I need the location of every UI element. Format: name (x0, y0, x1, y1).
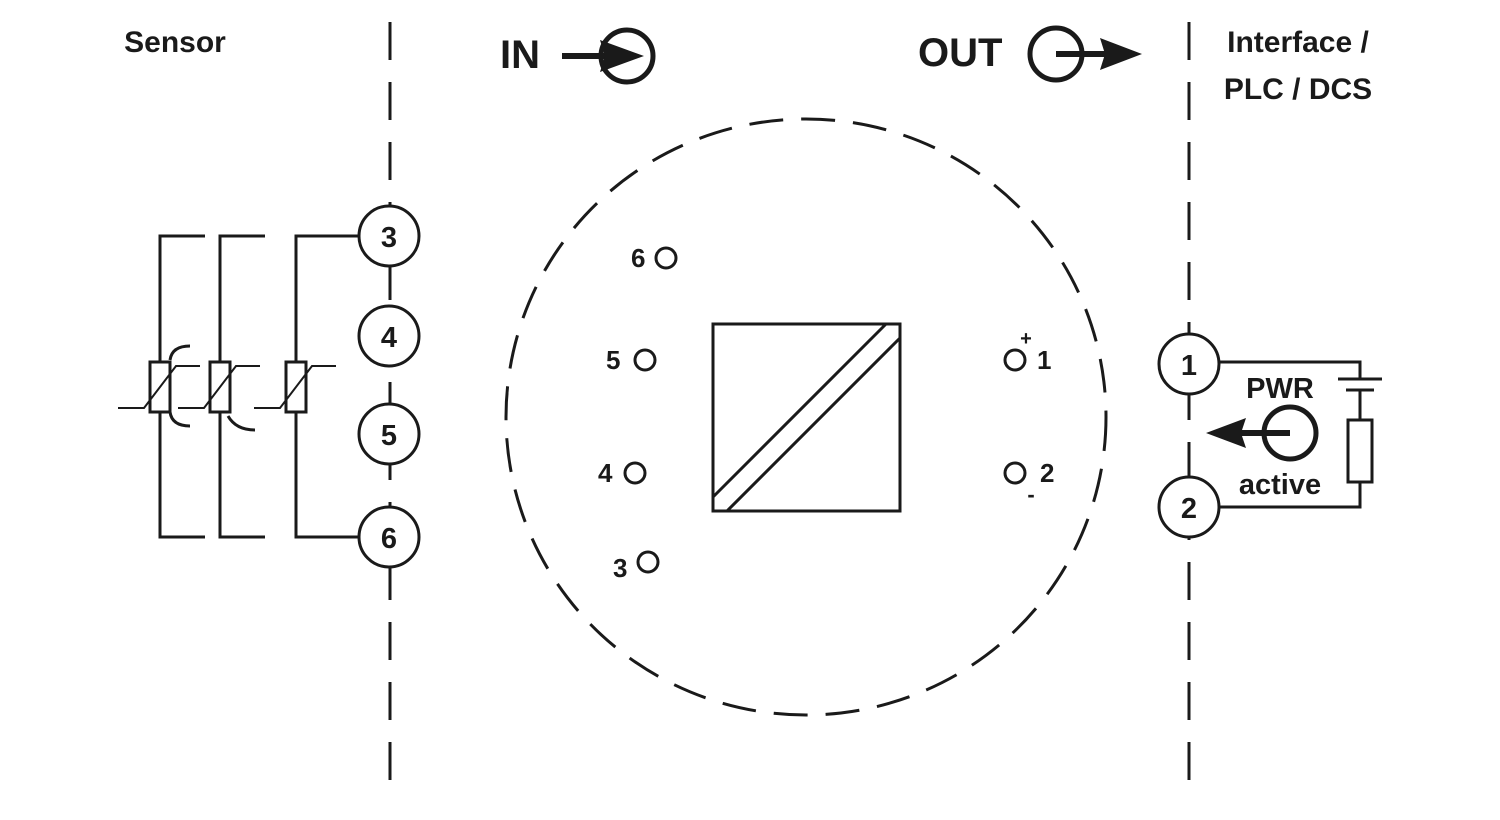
sensor-header: Sensor (124, 26, 226, 59)
load-resistor-icon (1346, 418, 1374, 484)
terminal-label: 5 (381, 420, 397, 452)
interface-header-line1: Interface / (1227, 26, 1369, 59)
pin-label: 4 (598, 458, 613, 488)
pin-label: 1 (1037, 345, 1051, 375)
interface-terminal-2: 2 (1157, 475, 1221, 539)
terminal-label: 4 (381, 322, 397, 354)
pin-sign-plus: + (1020, 328, 1032, 350)
module-outline (504, 117, 1108, 717)
terminal-label: 2 (1181, 493, 1197, 525)
sensor-terminal-6: 6 (357, 505, 421, 569)
input-pin-3: 3 (613, 550, 660, 583)
output-pin-2: 2 - (1003, 458, 1054, 507)
out-arrow-icon (1027, 25, 1142, 83)
rtd-resistor-icon (118, 360, 200, 414)
in-label: IN (500, 33, 540, 77)
terminal-label: 1 (1181, 350, 1197, 382)
input-pin-6: 6 (631, 243, 678, 273)
power-mode-label: active (1239, 469, 1321, 501)
pin-label: 3 (613, 553, 627, 583)
in-arrow-icon (562, 27, 656, 85)
input-pin-5: 5 (606, 345, 657, 375)
sensor-terminal-5: 5 (357, 402, 421, 466)
interface-wiring (1219, 360, 1382, 509)
interface-header-line2: PLC / DCS (1224, 73, 1372, 106)
sensor-terminal-4: 4 (357, 304, 421, 368)
input-pin-4: 4 (598, 458, 647, 488)
pin-label: 5 (606, 345, 620, 375)
power-label: PWR (1246, 373, 1314, 405)
rtd-resistor-icon (254, 360, 336, 414)
terminal-label: 3 (381, 222, 397, 254)
rtd-resistor-icon (178, 360, 260, 414)
isolator-symbol-icon (711, 322, 902, 513)
out-label: OUT (918, 31, 1002, 75)
pin-label: 6 (631, 243, 645, 273)
terminal-label: 6 (381, 523, 397, 555)
sensor-wiring (158, 234, 358, 539)
pin-label: 2 (1040, 458, 1054, 488)
pin-sign-minus: - (1027, 482, 1034, 507)
sensor-terminal-3: 3 (357, 204, 421, 268)
output-pin-1: + 1 (1003, 328, 1051, 375)
interface-terminal-1: 1 (1157, 332, 1221, 396)
power-source-icon (1206, 404, 1319, 462)
